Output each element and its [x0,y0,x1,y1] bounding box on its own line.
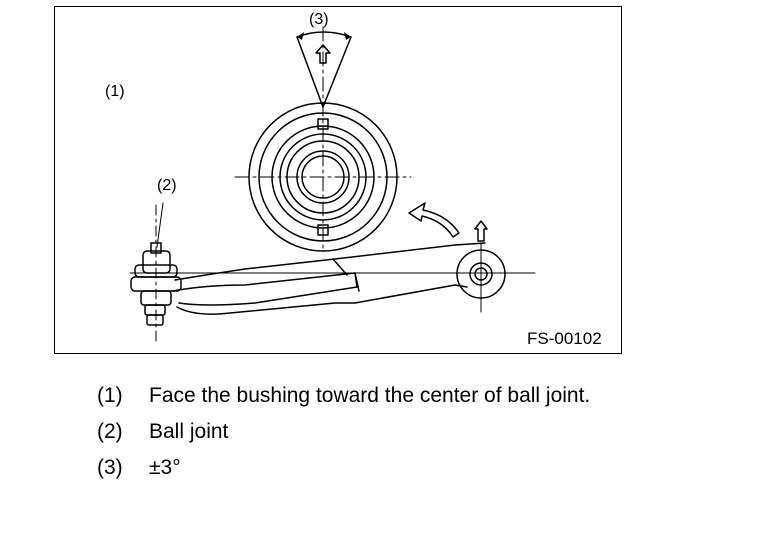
rotation-arrow-icon [408,202,460,238]
legend-number: (2) [97,420,123,443]
callout-1-label: (1) [105,83,125,100]
legend-text: Face the bushing toward the center of ba… [149,384,591,407]
figure-code: FS-00102 [527,329,602,348]
legend-number: (1) [97,384,123,407]
legend-text: Ball joint [149,420,229,443]
callout-2-leader [156,202,164,248]
up-arrow-icon [315,44,331,64]
ball-joint [130,204,182,344]
callout-3-label: (3) [309,11,329,28]
legend-number: (3) [97,456,123,479]
bushing-rings [234,102,412,252]
lower-arm-bushing-drawing [129,26,536,344]
diagram-frame: (1) (2) (3) FS-00102 [54,6,622,354]
callout-2-label: (2) [157,177,177,194]
angle-indicator [296,26,352,253]
arm-bushing-end [456,242,506,313]
lower-arm [129,242,536,315]
up-arrow-small-icon [474,220,488,242]
legend-text: ±3° [149,456,181,479]
